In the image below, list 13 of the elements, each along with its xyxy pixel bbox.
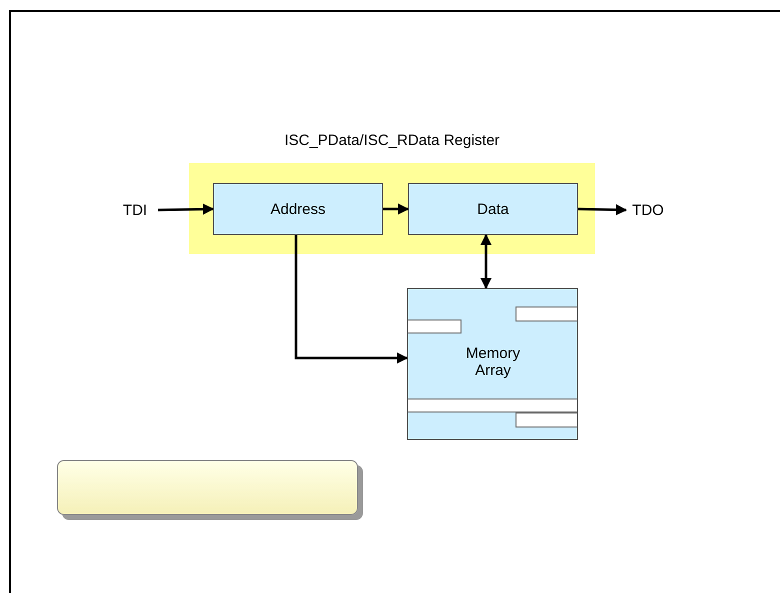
node-label: Address (270, 200, 326, 218)
node-label: Memory Array (464, 345, 522, 379)
node-label: Data (477, 200, 509, 218)
register-heading: ISC_PData/ISC_RData Register (283, 132, 501, 149)
register-box (408, 183, 578, 235)
arrow (383, 203, 410, 215)
arrow (158, 204, 214, 215)
signal-label: TDO (632, 202, 664, 218)
arrow (480, 234, 492, 290)
signal-label: TDI (122, 202, 148, 218)
register-box (213, 183, 383, 235)
arrow (294, 235, 408, 364)
arrow (578, 204, 628, 216)
